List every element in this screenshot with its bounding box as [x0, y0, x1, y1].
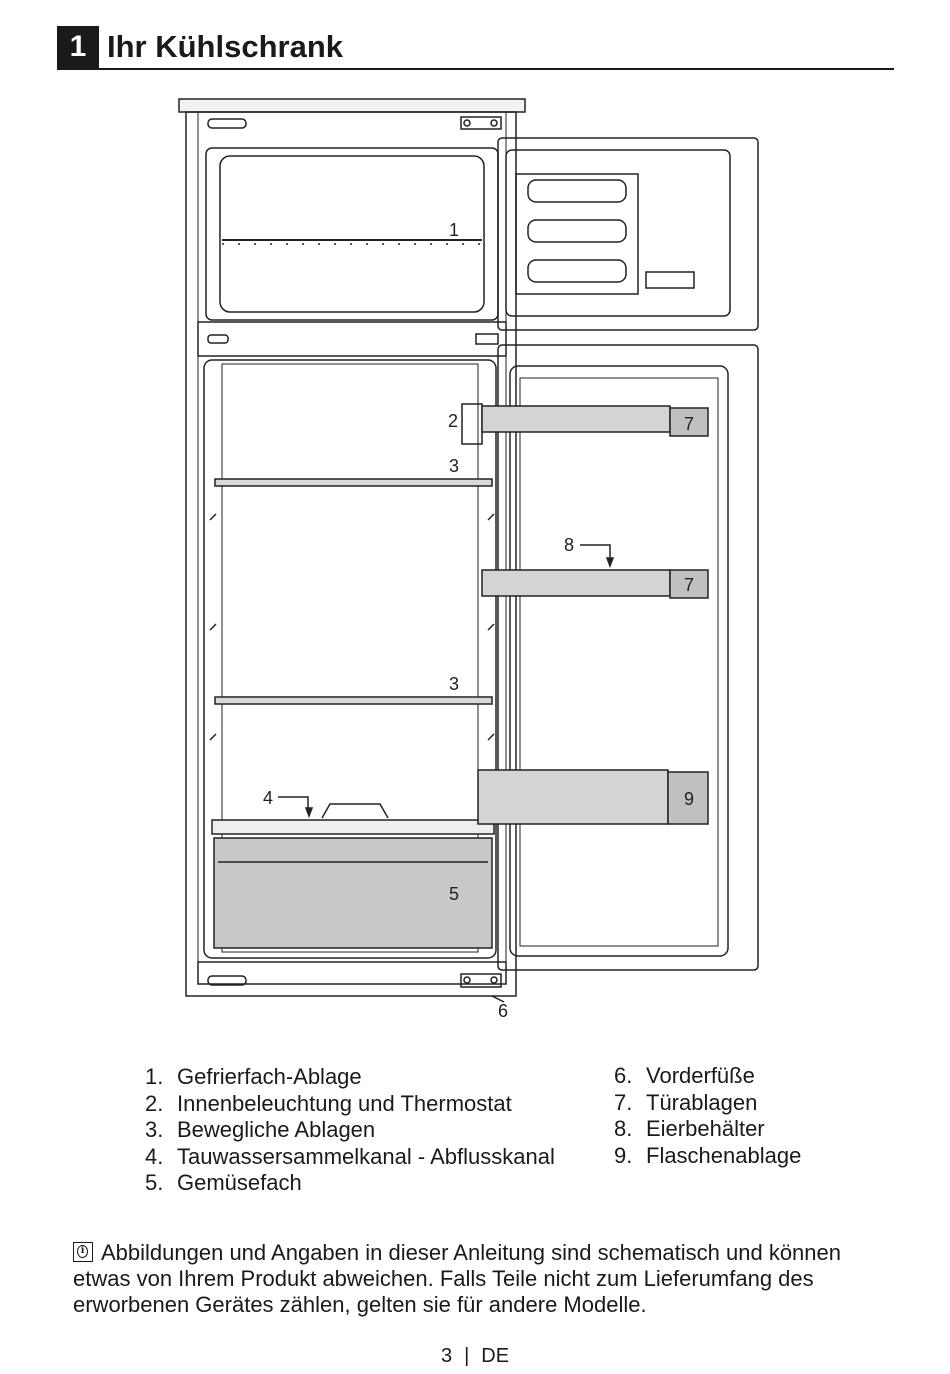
star-rating-badge: [645, 271, 695, 289]
info-note: Abbildungen und Angaben in dieser Anleit…: [73, 1240, 903, 1318]
info-note-text: Abbildungen und Angaben in dieser Anleit…: [73, 1240, 841, 1317]
callout-8: 8: [564, 535, 574, 555]
parts-list-right: 6.Vorderfüße 7.Türablagen 8.Eierbehälter…: [614, 1063, 801, 1169]
top-hinge: [460, 116, 502, 130]
callout-1: 1: [449, 220, 459, 240]
footer-separator: |: [464, 1345, 470, 1367]
freezer-inner: [219, 155, 485, 313]
leader-line-8: [580, 544, 611, 560]
light-thermostat-unit: [461, 403, 483, 445]
callout-7-upper: 7: [684, 414, 694, 434]
middle-hinge: [475, 333, 499, 345]
page-footer: 3 | DE: [0, 1345, 950, 1368]
list-item: 2.Innenbeleuchtung und Thermostat: [145, 1090, 512, 1116]
bottom-plinth: [197, 961, 507, 985]
callout-3-lower: 3: [449, 674, 459, 694]
callout-6: 6: [498, 1001, 508, 1021]
chapter-title: Ihr Kühlschrank: [107, 29, 343, 64]
hinge-screw: [463, 119, 471, 127]
list-item: 6.Vorderfüße: [614, 1063, 755, 1088]
freezer-door-pocket: [527, 179, 627, 203]
callout-4: 4: [263, 788, 273, 808]
freezer-door-panel: [515, 173, 639, 295]
divider-slot: [207, 334, 229, 344]
list-item: 3.Bewegliche Ablagen: [145, 1117, 376, 1142]
list-item: 8.Eierbehälter: [614, 1116, 765, 1141]
freezer-door-inner: [505, 149, 731, 317]
fridge-door-inner: [509, 365, 729, 957]
hinge-screw: [490, 976, 498, 984]
top-vent-slot: [207, 118, 247, 129]
drain-channel: [321, 803, 389, 819]
callout-9: 9: [684, 789, 694, 809]
crisper-cover: [211, 819, 495, 835]
bottle-rack: [477, 769, 669, 825]
door-rack-upper: [481, 405, 671, 433]
bottle-rack-end: [667, 771, 709, 825]
chapter-number-badge: 1: [57, 26, 99, 68]
door-rack-upper-end: [669, 407, 709, 437]
chapter-header: 1 Ihr Kühlschrank: [57, 26, 894, 70]
crisper-drawer: [213, 837, 493, 949]
page-number: 3: [440, 1345, 453, 1367]
parts-list-left: 1.Gefrierfach-Ablage 2.Innenbeleuchtung …: [145, 1064, 555, 1197]
door-rack-middle-end: [669, 569, 709, 599]
language-code: DE: [481, 1345, 510, 1367]
bottom-hinge: [460, 973, 502, 988]
list-item: 1.Gefrierfach-Ablage: [145, 1064, 362, 1089]
fridge-door: [497, 344, 759, 971]
list-item: 5.Gemüsefach: [145, 1170, 302, 1195]
compartment-divider: [197, 321, 507, 357]
bottom-vent-slot: [207, 975, 247, 986]
fridge-compartment: [203, 359, 497, 959]
fridge-inner: [221, 363, 479, 953]
info-icon: [73, 1242, 93, 1262]
list-item: 4.Tauwassersammelkanal - Abflusskanal: [145, 1143, 555, 1169]
hinge-screw: [463, 976, 471, 984]
callout-5: 5: [449, 884, 459, 904]
glass-shelf-upper: [214, 478, 493, 487]
fridge-diagram: 1 2 3 3 4 5 6 7 7 8 9: [178, 98, 759, 1021]
glass-shelf-lower: [214, 696, 493, 705]
callout-2: 2: [448, 411, 458, 431]
freezer-door-pocket: [527, 219, 627, 243]
callout-7-lower: 7: [684, 575, 694, 595]
callout-3-upper: 3: [449, 456, 459, 476]
arrow-8: [605, 557, 615, 569]
fridge-door-liner: [519, 377, 719, 947]
shelf-supports: [209, 513, 495, 741]
door-rack-middle: [481, 569, 671, 597]
list-item: 7.Türablagen: [614, 1089, 758, 1115]
top-plate: [178, 98, 526, 113]
front-foot-pointer: [491, 995, 505, 1003]
arrow-4: [304, 807, 314, 819]
hinge-screw: [490, 119, 498, 127]
list-item: 9.Flaschenablage: [614, 1142, 802, 1168]
freezer-door: [497, 137, 759, 331]
leader-line-4: [278, 796, 309, 811]
freezer-door-pocket: [527, 259, 627, 283]
